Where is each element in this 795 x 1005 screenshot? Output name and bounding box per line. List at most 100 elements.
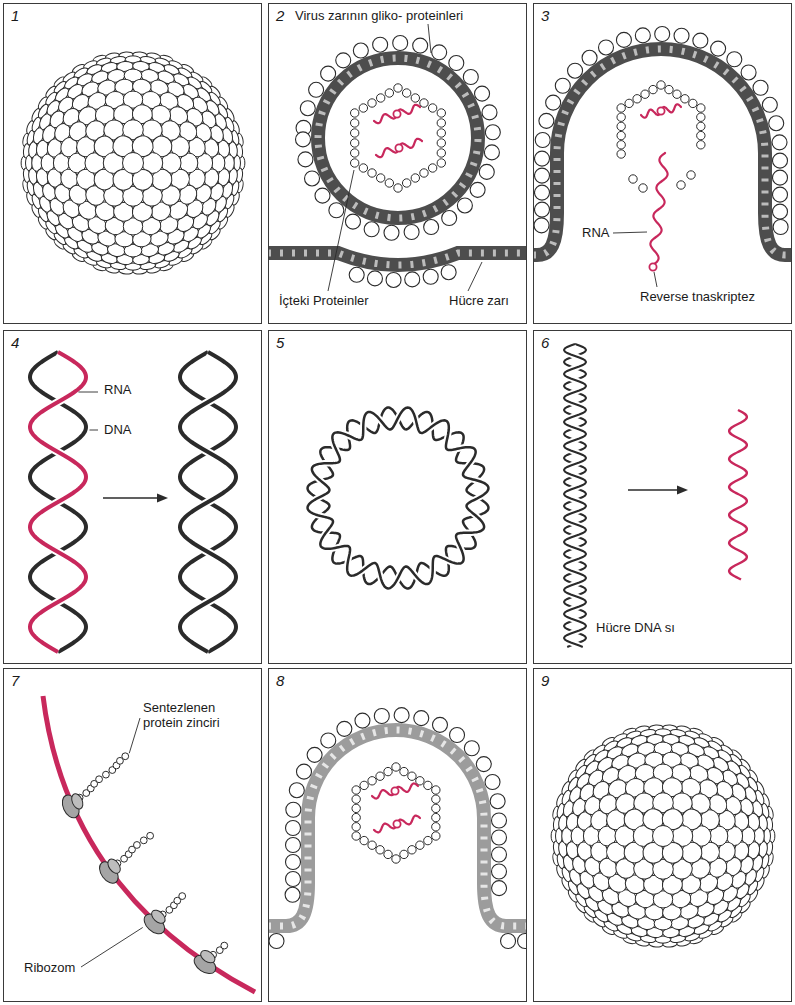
inner-protein [385,179,393,187]
inner-protein [617,104,625,112]
inner-protein [350,109,358,117]
leader-line [78,392,98,393]
amino-acid [140,837,147,844]
reverse-transcriptase [393,820,400,827]
glycoprotein [286,837,301,852]
glycoprotein [762,97,777,112]
inner-protein [697,131,705,139]
glycoprotein [674,28,689,43]
inner-protein [649,85,657,93]
leader-line [81,927,143,967]
glycoprotein [457,198,472,213]
glycoprotein [490,794,505,809]
glycoprotein [492,830,507,845]
glycoprotein [773,153,788,168]
virus-sphere [21,52,245,275]
inner-protein [424,781,432,789]
amino-acid [221,942,228,949]
inner-protein [681,95,689,103]
glycoprotein [300,101,315,116]
reverse-transcriptase [657,107,664,114]
glycoprotein [772,135,787,150]
viral-rna [372,783,418,798]
strand-casing [308,408,489,589]
inner-protein [352,804,360,812]
glycoprotein [286,854,301,869]
inner-protein [376,846,384,854]
inner-protein [385,89,393,97]
inner-protein [437,149,445,157]
inner-protein [384,850,392,858]
glycoprotein [298,152,313,167]
glycoprotein [424,220,439,235]
panel-number: 3 [541,7,549,24]
membrane [318,58,478,218]
glycoprotein [539,113,554,128]
panel-number: 6 [541,334,549,351]
circular-dna-strand [308,408,489,589]
rna-strand [30,352,86,652]
glycoprotein [309,82,324,97]
inner-protein-group [350,84,445,192]
ribosome [59,790,87,820]
inner-protein [665,85,673,93]
inner-protein [368,841,376,849]
glycoprotein-group [285,708,506,903]
glycoprotein [349,267,364,282]
inner-protein [384,767,392,775]
glycoprotein [773,170,788,185]
glycoprotein-group [534,27,788,235]
glycoprotein [464,741,479,756]
glycoprotein [485,774,500,789]
inner-protein [629,175,637,183]
inner-protein [617,141,625,149]
glycoprotein [337,721,352,736]
panel-number: 2 [276,7,284,24]
glycoprotein [289,783,304,798]
panel-art [269,24,526,291]
glycoprotein [482,105,497,120]
surface-protein [653,826,674,847]
amino-acid [122,753,129,760]
glycoprotein [534,218,549,233]
ribosome-small [149,908,168,926]
arrow-head [677,486,688,495]
glycoprotein [773,187,788,202]
strand-casing [30,352,86,652]
inner-protein [350,159,358,167]
inner-protein [437,109,445,117]
membrane-segments [269,730,526,926]
inner-protein [437,139,445,147]
inner-protein [360,836,368,844]
part-label: Reverse tnaskriptez [638,290,757,305]
amino-acid [134,842,141,849]
glycoprotein [535,168,550,183]
inner-protein [402,179,410,187]
inner-protein [617,150,625,158]
inner-protein [432,823,440,831]
inner-protein [411,94,419,102]
inner-protein [424,836,432,844]
leader-line [129,718,140,753]
inner-protein [689,99,697,107]
inner-protein [352,795,360,803]
glycoprotein [296,132,311,147]
glycoprotein [373,37,388,52]
dna-strand [180,352,236,652]
inner-protein [432,795,440,803]
glycoprotein [374,708,389,723]
inner-protein [352,832,360,840]
ribosome [140,906,172,937]
panel: 8 [268,668,527,1002]
glycoprotein [727,52,742,67]
part-label: DNA [102,423,133,438]
inner-protein [428,104,436,112]
inner-protein [625,99,633,107]
inner-protein [432,804,440,812]
glycoprotein [753,80,768,95]
strand-casing [180,352,236,652]
glycoprotein [449,55,464,70]
process-arrow [628,489,680,491]
inner-protein [697,113,705,121]
glycoprotein [405,272,420,287]
